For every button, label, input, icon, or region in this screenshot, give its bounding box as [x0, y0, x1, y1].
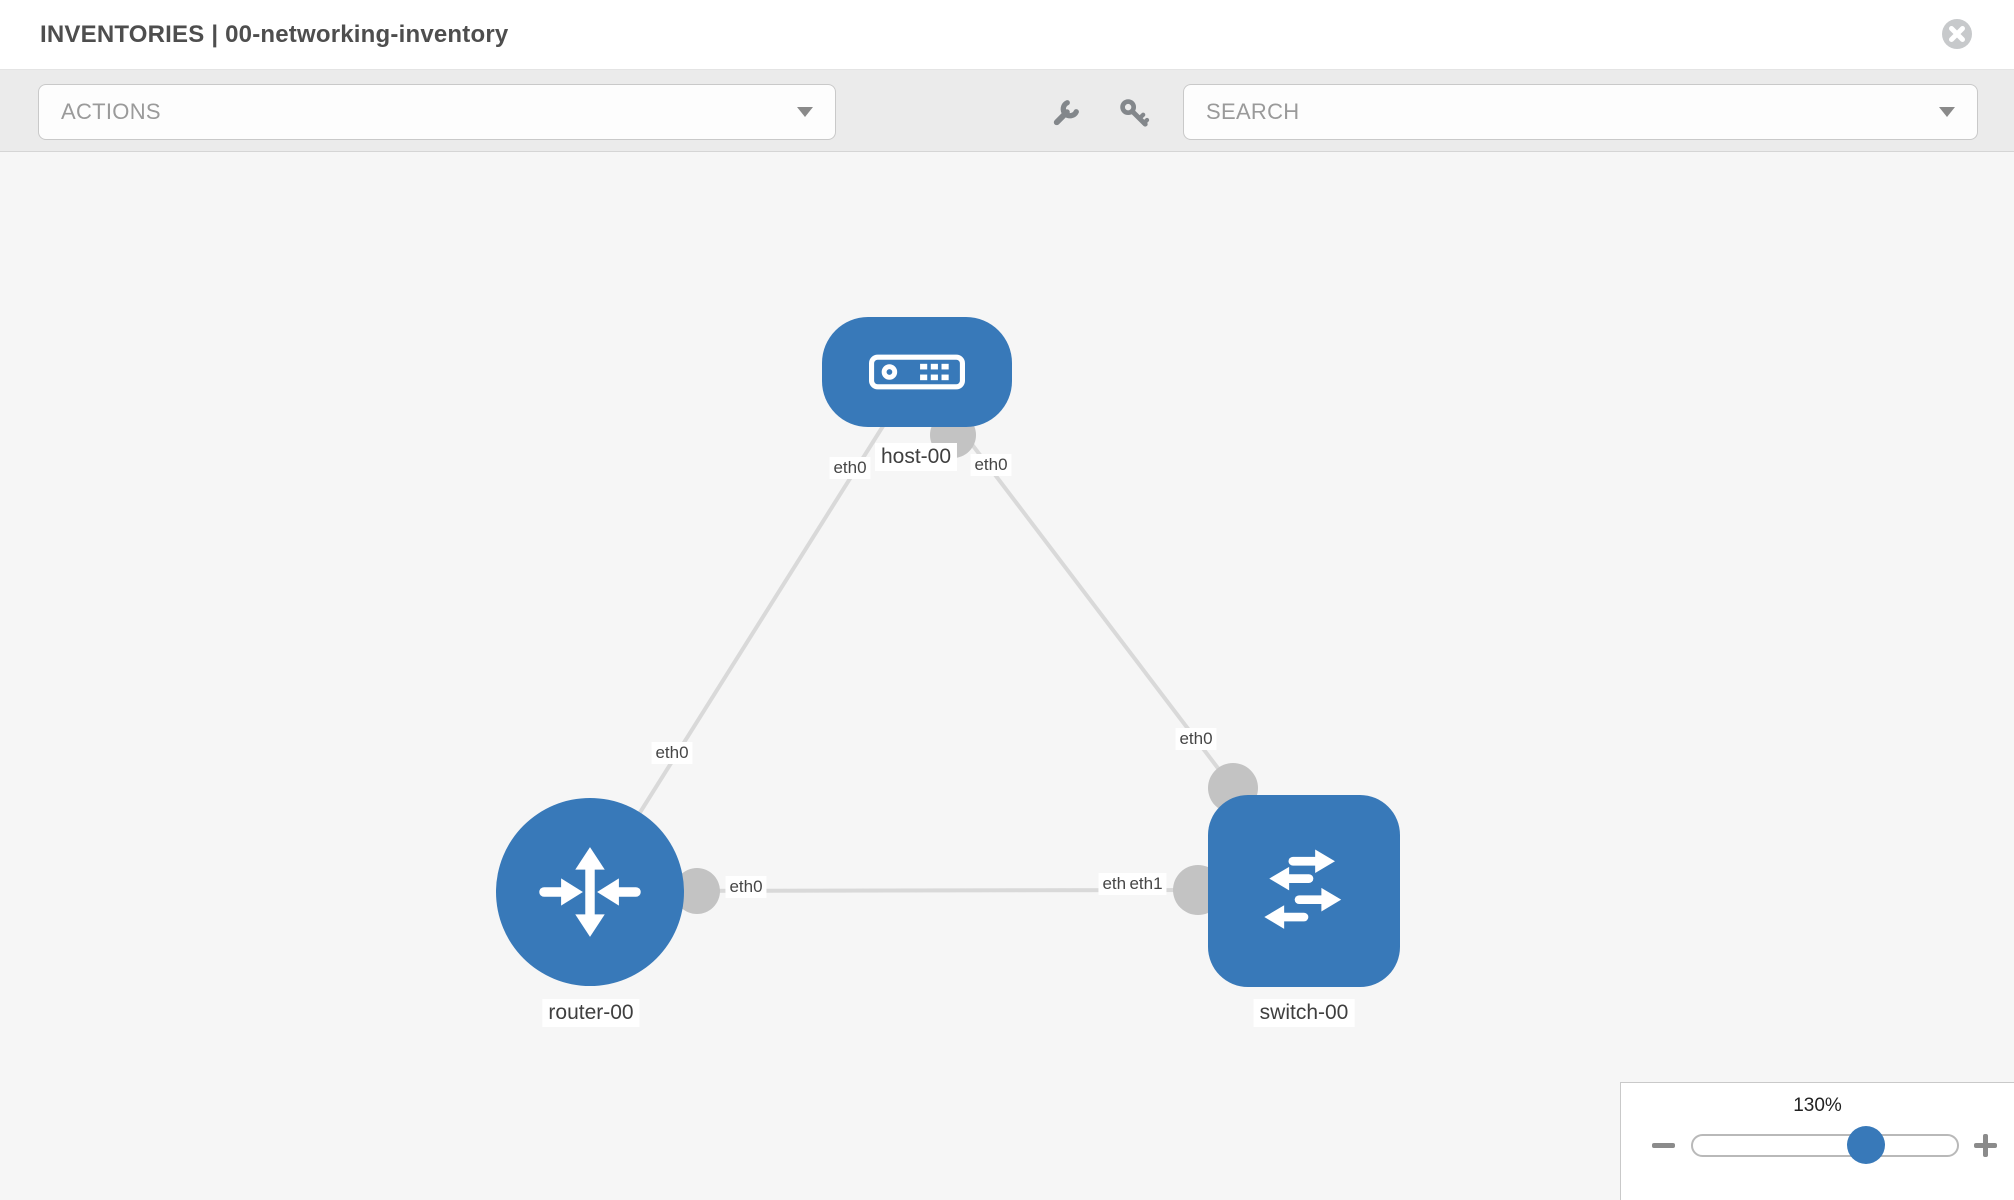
configure-button[interactable]: [1048, 97, 1082, 136]
interface-label-eth0: eth0: [1175, 728, 1217, 750]
topology-canvas[interactable]: eth0 eth0 eth0 eth0 eth0 eth0 eth1 host-…: [0, 152, 2014, 1200]
close-button[interactable]: [1941, 18, 1973, 50]
page-title: INVENTORIES | 00-networking-inventory: [40, 21, 509, 48]
interface-label-eth0: eth0: [651, 742, 693, 764]
actions-dropdown-label: ACTIONS: [61, 99, 161, 124]
search-dropdown-label: SEARCH: [1206, 99, 1300, 124]
links-layer: [588, 370, 1258, 915]
zoom-out-button[interactable]: [1643, 1125, 1683, 1165]
interface-label-eth0: eth0: [725, 876, 767, 898]
wrench-icon: [1053, 100, 1079, 126]
interface-label-eth1: eth1: [1125, 873, 1167, 895]
credentials-button[interactable]: [1118, 97, 1150, 134]
host-icon: [869, 354, 965, 390]
node-label-switch-00: switch-00: [1253, 999, 1355, 1027]
key-icon: [1120, 99, 1150, 127]
chevron-down-icon: [797, 107, 813, 117]
zoom-panel: 130%: [1620, 1082, 2014, 1200]
node-switch-00[interactable]: [1208, 795, 1400, 987]
interface-label-eth0: eth0: [829, 457, 871, 479]
node-host-00[interactable]: [822, 317, 1012, 427]
router-icon: [539, 847, 641, 937]
header: INVENTORIES | 00-networking-inventory: [0, 0, 2014, 70]
minus-icon: [1652, 1143, 1675, 1148]
node-router-00[interactable]: [496, 798, 684, 986]
switch-icon: [1264, 849, 1342, 929]
close-icon: [1942, 19, 1972, 49]
toolbar: ACTIONS SEARCH: [0, 70, 2014, 152]
node-label-router-00: router-00: [542, 999, 640, 1027]
plus-icon-v: [1983, 1134, 1988, 1157]
node-label-host-00: host-00: [874, 443, 958, 471]
zoom-slider-thumb[interactable]: [1847, 1126, 1885, 1164]
chevron-down-icon: [1939, 107, 1955, 117]
port-router-eth0: [674, 868, 720, 914]
interface-label-eth0: eth0: [970, 454, 1012, 476]
search-dropdown[interactable]: SEARCH: [1183, 84, 1978, 140]
zoom-in-button[interactable]: [1965, 1125, 2005, 1165]
actions-dropdown[interactable]: ACTIONS: [38, 84, 836, 140]
zoom-slider[interactable]: [1691, 1126, 1959, 1164]
zoom-level: 130%: [1793, 1095, 1842, 1116]
